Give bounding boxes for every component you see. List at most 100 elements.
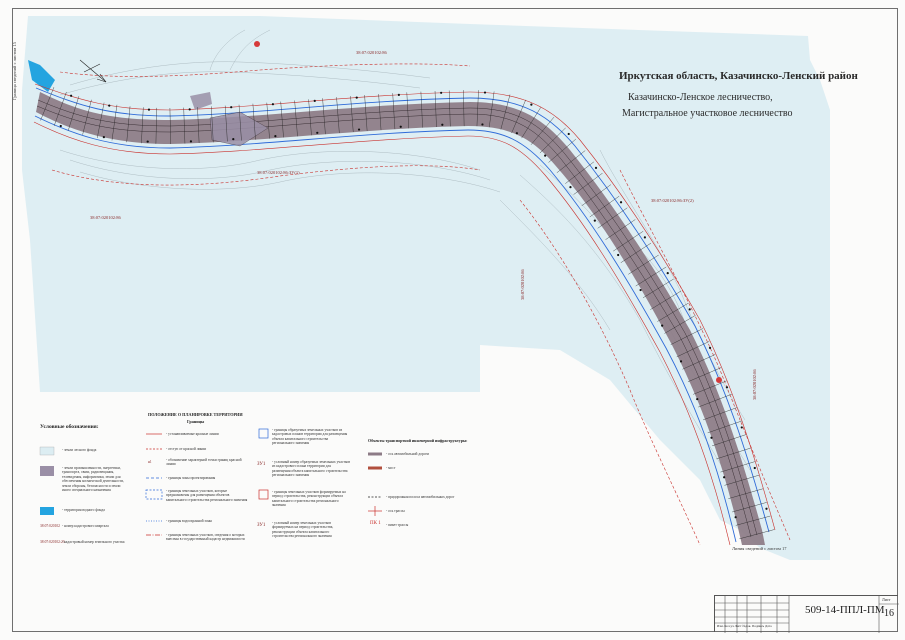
picket-tick	[350, 96, 354, 133]
characteristic-point	[440, 91, 443, 94]
picket-tick	[434, 91, 437, 128]
picket-tick	[82, 99, 92, 135]
legend-swatch-industry	[40, 466, 54, 476]
cadastral-label-middle: 38:07:020102:86:ЗУ(1)	[257, 170, 300, 175]
cadastral-label-right-lower: 38:07:020102:86	[752, 369, 757, 400]
picket-tick	[169, 107, 171, 144]
picket-tick	[732, 502, 767, 513]
picket-tick	[238, 104, 242, 141]
picket-tick	[392, 93, 396, 130]
legend-swatch-plots-construction	[258, 489, 269, 500]
picket-tick	[664, 315, 696, 334]
legend-code: ЗУ1	[257, 462, 266, 467]
cadastral-label-center: 38:07:020102:86	[520, 269, 525, 300]
forest-fund-area	[22, 16, 830, 560]
picket-tick	[126, 106, 131, 143]
picket-tick	[266, 102, 270, 139]
picket-tick	[682, 354, 716, 370]
legend-item: - земли промышленности, энергетики, тран…	[62, 466, 125, 493]
legend-item: - границы земельных участков, сведения о…	[166, 533, 245, 542]
characteristic-point	[710, 436, 713, 439]
picket-tick	[556, 150, 586, 173]
picket-tick	[406, 92, 409, 129]
road-lanes	[36, 99, 758, 538]
picket-tick	[40, 87, 55, 121]
picket-tick	[68, 96, 80, 131]
legend-item: - номер кадастрового квартала	[62, 524, 109, 528]
picket-tick	[463, 90, 465, 127]
characteristic-point	[230, 106, 233, 109]
legend-swatch-capital-plots	[145, 489, 163, 500]
picket-tick	[476, 90, 479, 127]
picket-tick	[111, 104, 118, 141]
land-plot-polygon	[209, 111, 269, 147]
legend-item: - кадастровый номер земельного участка	[62, 540, 125, 544]
legend-item: - пикет трассы	[386, 523, 409, 527]
land-plot-polygon	[190, 92, 212, 110]
characteristic-point	[397, 93, 400, 96]
picket-tick	[628, 254, 659, 275]
characteristic-point	[357, 128, 361, 131]
marker-icon	[254, 41, 260, 47]
map-title-forestry: Казачинско-Ленское лесничество,	[628, 92, 773, 103]
characteristic-point	[515, 132, 518, 135]
picket-tick	[720, 461, 755, 473]
picket-tick	[548, 138, 577, 163]
picket-tick	[724, 474, 760, 486]
legend-code: ЗУ1	[257, 523, 266, 528]
legend-code: н1	[148, 460, 152, 464]
picket-tick	[530, 116, 555, 145]
picket-tick	[97, 102, 105, 138]
picket-tick	[670, 328, 704, 345]
characteristic-point	[696, 397, 699, 401]
sheet-label: Лист	[882, 597, 891, 602]
legend-item: - обозначение характерной точки границ к…	[166, 458, 242, 467]
legend-item: - придорожная полоса автомобильных дорог	[386, 495, 455, 499]
legend-code: ПК 1	[370, 521, 381, 526]
characteristic-point	[679, 360, 683, 363]
picket-tick	[224, 105, 228, 142]
characteristic-point	[765, 507, 768, 510]
characteristic-point	[59, 124, 62, 128]
cadastral-label-top: 38:07:020102:86	[356, 50, 387, 55]
cadastral-label-left: 38:07:020102:86	[90, 215, 121, 220]
legend-swatch-forest	[39, 446, 55, 456]
picket-tick	[565, 161, 595, 184]
legend-item: - условный номер земельных участков форм…	[272, 521, 334, 539]
characteristic-point	[313, 99, 316, 102]
legend-subheading: Границы	[187, 419, 205, 424]
legend-item: - земли лесного фонда	[62, 448, 97, 452]
characteristic-point	[481, 123, 484, 126]
characteristic-point	[483, 91, 487, 94]
picket-tick	[252, 103, 256, 140]
stamp-grid	[715, 596, 899, 633]
legend-item: - мост	[386, 466, 396, 470]
legend-code: 38:07:020102	[40, 524, 60, 528]
characteristic-point	[740, 426, 743, 429]
picket-tick	[728, 488, 764, 499]
characteristic-point	[146, 140, 149, 143]
picket-tick	[702, 407, 737, 421]
marker-icon	[716, 377, 722, 383]
sheet-border-label-bottom: Линия сведений с листом 17	[732, 546, 787, 551]
legend-item: - границы водоохранной зоны	[166, 519, 212, 523]
legend-item: - территория водного фонда	[62, 508, 105, 512]
picket-tick	[687, 367, 722, 382]
characteristic-point	[147, 108, 151, 111]
cadastral-label-right-upper: 38:07:020102:86:ЗУ(2)	[651, 198, 694, 203]
sheet-border-label-left: Граница сведений с листом 15	[12, 42, 17, 100]
legend-item: - ось трассы	[386, 509, 405, 513]
picket-tick	[521, 107, 541, 139]
map-title-region: Иркутская область, Казачинско-Ленский ра…	[619, 70, 858, 82]
picket-tick	[294, 100, 298, 137]
north-arrow-icon	[79, 59, 107, 83]
sheet-frame	[12, 8, 898, 632]
characteristic-point	[188, 108, 191, 111]
picket-tick	[489, 91, 495, 128]
picket-tick	[605, 219, 636, 240]
picket-tick	[183, 107, 186, 144]
characteristic-point	[619, 201, 623, 204]
characteristic-points	[59, 91, 768, 519]
characteristic-point	[594, 166, 598, 169]
